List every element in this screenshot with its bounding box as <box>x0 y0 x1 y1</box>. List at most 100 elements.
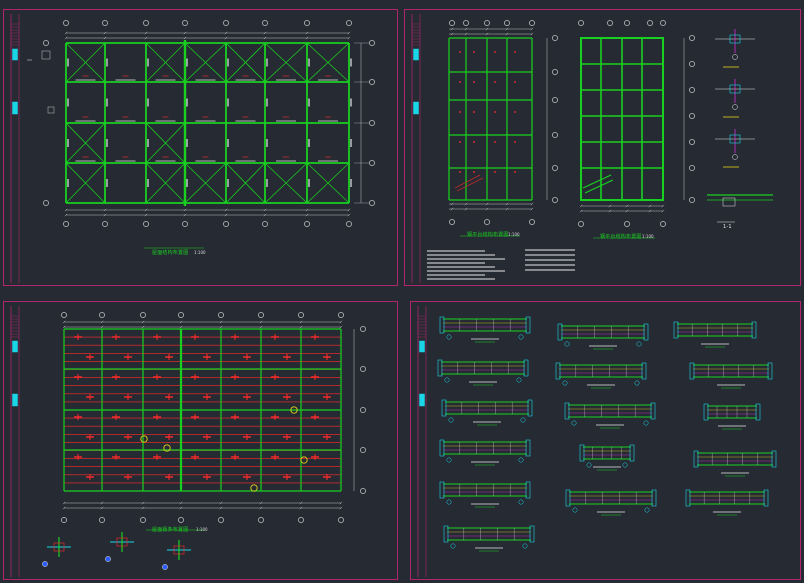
end-plate <box>529 525 535 543</box>
grid-axis-bubble-icon <box>448 417 454 423</box>
grid-axis-bubble-icon <box>562 380 568 386</box>
end-plate <box>555 362 561 380</box>
drawing-sheet-beam-elevations <box>410 301 801 580</box>
grid-axis-bubble-icon <box>360 366 366 372</box>
dimension-tick <box>141 501 145 505</box>
grid-axis-bubble-icon <box>552 69 558 75</box>
end-plate <box>564 402 570 420</box>
dimension-tick <box>183 208 187 212</box>
dimension-tick <box>450 202 454 206</box>
end-plate <box>439 439 445 457</box>
grid-axis-bubble-icon <box>61 312 67 318</box>
bracing-diagonal <box>184 42 227 83</box>
grid-axis-bubble-icon <box>43 40 49 46</box>
sheet2-drawing <box>411 14 773 283</box>
detail-plate <box>729 34 741 44</box>
sheet4-drawing <box>417 306 777 577</box>
dimension-tick <box>485 27 489 31</box>
grid-axis-bubble-icon <box>660 20 666 26</box>
grid-axis-bubble-icon <box>622 462 628 468</box>
bracing-diagonal <box>225 42 266 83</box>
end-plate <box>771 450 777 468</box>
dimension-tick <box>339 506 343 510</box>
grid-axis-bubble-icon <box>360 488 366 494</box>
grid-axis-bubble-icon <box>636 341 642 347</box>
dimension-tick <box>263 31 267 35</box>
detail-callout-icon <box>290 406 298 414</box>
grid-axis-bubble-icon <box>644 507 650 513</box>
dimension-tick <box>347 31 351 35</box>
grid-axis-bubble-icon <box>182 20 188 26</box>
dimension-tick <box>62 320 66 324</box>
end-plate <box>703 403 709 421</box>
dimension-tick <box>608 209 612 213</box>
legend-box <box>41 50 51 60</box>
dimension-tick <box>305 213 309 217</box>
title-block-cyan <box>419 340 425 353</box>
dimension-tick <box>464 207 468 211</box>
grid-axis-bubble-icon <box>689 165 695 171</box>
dimension-tick <box>530 32 534 36</box>
grid-axis-bubble-icon <box>689 87 695 93</box>
grid-axis-bubble-icon <box>218 517 224 523</box>
bracing-diagonal <box>65 42 106 83</box>
bracing-diagonal <box>264 42 308 83</box>
dimension-tick <box>450 27 454 31</box>
dimension-tick <box>485 207 489 211</box>
dimension-tick <box>530 27 534 31</box>
sheet2-left-scale: 1:100 <box>508 232 520 237</box>
end-plate <box>693 450 699 468</box>
dimension-tick <box>103 213 107 217</box>
end-plate <box>441 399 447 417</box>
grid-axis-bubble-icon <box>223 221 229 227</box>
dimension-tick <box>648 209 652 213</box>
detail-callout-icon <box>300 456 308 464</box>
grid-axis-bubble-icon <box>346 20 352 26</box>
bracing-diagonal <box>306 162 350 204</box>
dimension-tick <box>263 36 267 40</box>
grid-axis-bubble-icon <box>552 197 558 203</box>
dimension-tick <box>103 36 107 40</box>
detail-plate <box>729 84 741 94</box>
grid-axis-bubble-icon <box>140 312 146 318</box>
grid-axis-bubble-icon <box>63 221 69 227</box>
grid-axis-bubble-icon <box>444 377 450 383</box>
detail-plate <box>53 542 65 552</box>
section-mark-icon <box>42 561 48 567</box>
dimension-tick <box>263 208 267 212</box>
grid-axis-bubble-icon <box>369 79 375 85</box>
grid-axis-bubble-icon <box>446 334 452 340</box>
section-mark-icon <box>105 556 111 562</box>
dimension-tick <box>219 325 223 329</box>
dimension-tick <box>100 501 104 505</box>
grid-axis-bubble-icon <box>140 517 146 523</box>
dimension-tick <box>224 213 228 217</box>
bracing-diagonal <box>65 162 106 204</box>
title-block-cyan <box>419 393 425 407</box>
grid-axis-bubble-icon <box>178 517 184 523</box>
dimension-tick <box>608 204 612 208</box>
grid-axis-bubble-icon <box>450 543 456 549</box>
grid-axis-bubble-icon <box>578 221 584 227</box>
title-block-cyan <box>12 340 18 353</box>
end-plate <box>643 323 649 341</box>
grid-axis-bubble-icon <box>484 20 490 26</box>
stair-stringer <box>582 174 612 189</box>
end-plate <box>629 444 635 462</box>
dimension-tick <box>179 501 183 505</box>
detail-plate <box>116 537 128 547</box>
dimension-tick <box>179 506 183 510</box>
bracing-diagonal <box>264 162 308 204</box>
grid-axis-bubble-icon <box>634 380 640 386</box>
grid-axis-bubble-icon <box>484 219 490 225</box>
title-block-cyan <box>413 48 419 61</box>
grid-axis-bubble-icon <box>369 120 375 126</box>
dimension-tick <box>219 506 223 510</box>
dimension-tick <box>179 325 183 329</box>
end-plate <box>525 316 531 334</box>
grid-axis-bubble-icon <box>689 139 695 145</box>
dimension-tick <box>259 501 263 505</box>
grid-axis-bubble-icon <box>624 221 630 227</box>
dimension-tick <box>100 506 104 510</box>
dimension-tick <box>339 501 343 505</box>
